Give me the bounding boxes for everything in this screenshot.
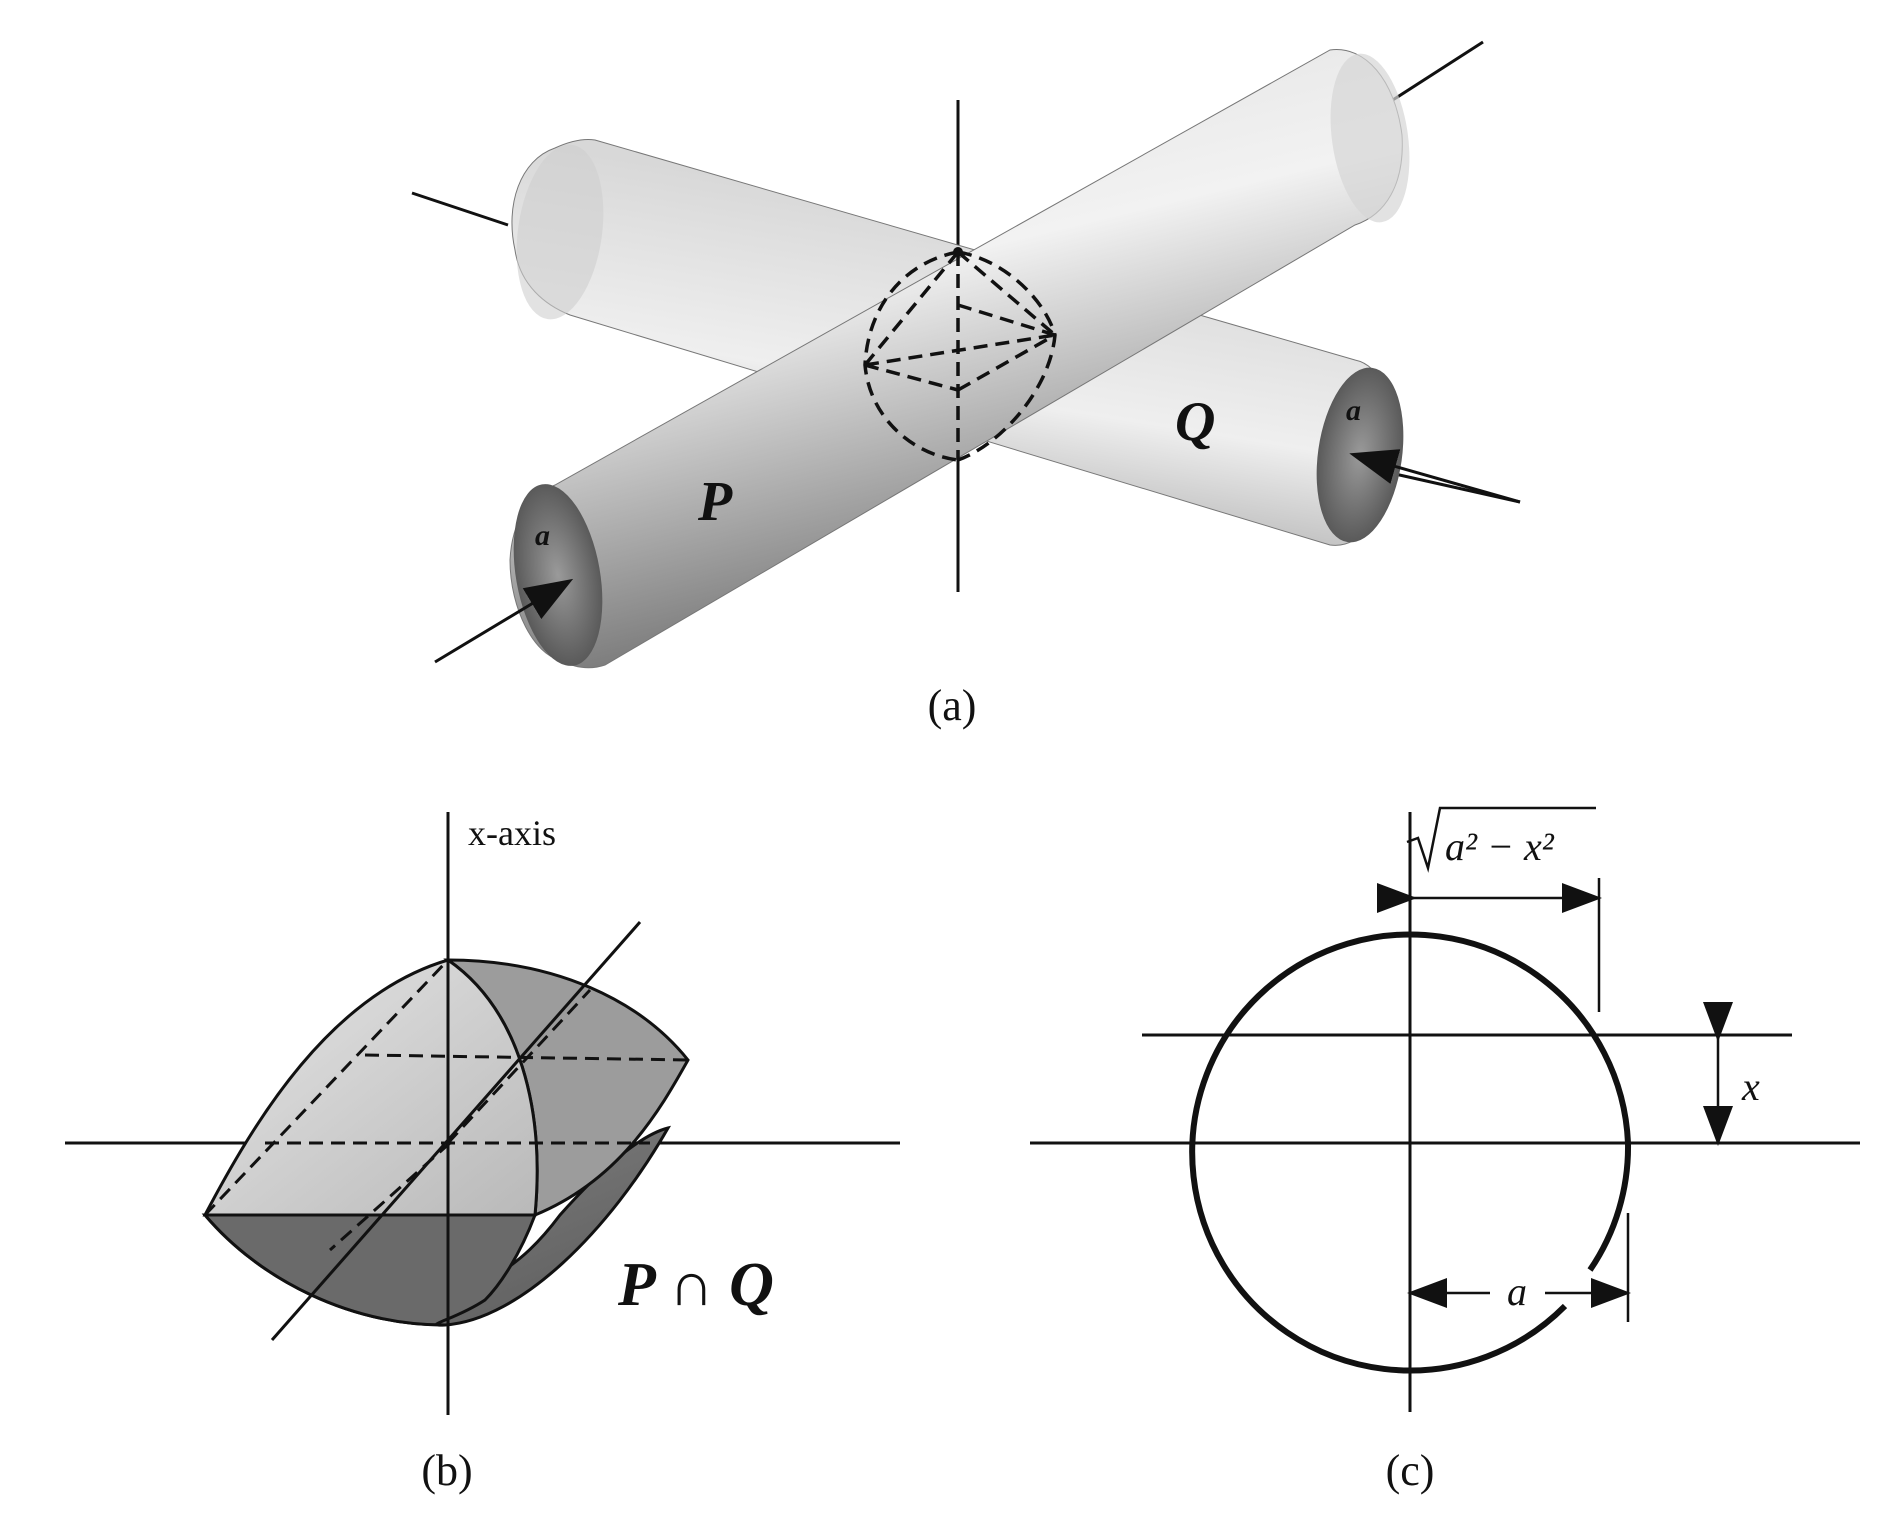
panel-b-diagonal-axis [270, 921, 642, 1341]
intersection-solid-front-face [202, 958, 539, 1217]
radius-label-right: a [1346, 394, 1361, 427]
p-axis-upper-right [1384, 40, 1484, 107]
a-label: a [1507, 1269, 1527, 1314]
cylinder-q-far-end [516, 144, 604, 320]
x-axis-label: x-axis [468, 813, 556, 853]
caption-b: (b) [421, 1446, 472, 1495]
p-axis-lower-left-arrow [434, 578, 574, 664]
intersection-top-dot [953, 247, 963, 257]
region-label: P ∩ Q [617, 1251, 774, 1319]
q-axis-upper-left [411, 191, 509, 227]
panel-b: x-axis P ∩ Q (b) [65, 812, 900, 1495]
cylinder-p-far-end [1330, 53, 1410, 223]
intersection-dashed-outline [863, 250, 1057, 462]
panel-a: P Q a a (a) [411, 40, 1521, 730]
radius-label-left: a [535, 519, 550, 552]
q-axis-right-arrow [1349, 449, 1521, 504]
caption-c: (c) [1386, 1446, 1435, 1495]
cross-section-circle [1189, 931, 1632, 1374]
panel-c: a² − x² x a (c) [1030, 806, 1860, 1495]
sqrt-label: a² − x² [1445, 824, 1555, 869]
sqrt-sign [1406, 806, 1596, 873]
cylinder-p-end-cap [513, 484, 603, 666]
caption-a: (a) [928, 681, 977, 730]
x-label: x [1741, 1064, 1760, 1109]
label-q: Q [1175, 391, 1215, 453]
label-p: P [697, 471, 733, 533]
intersection-solid-bottom-face [201, 1213, 538, 1327]
